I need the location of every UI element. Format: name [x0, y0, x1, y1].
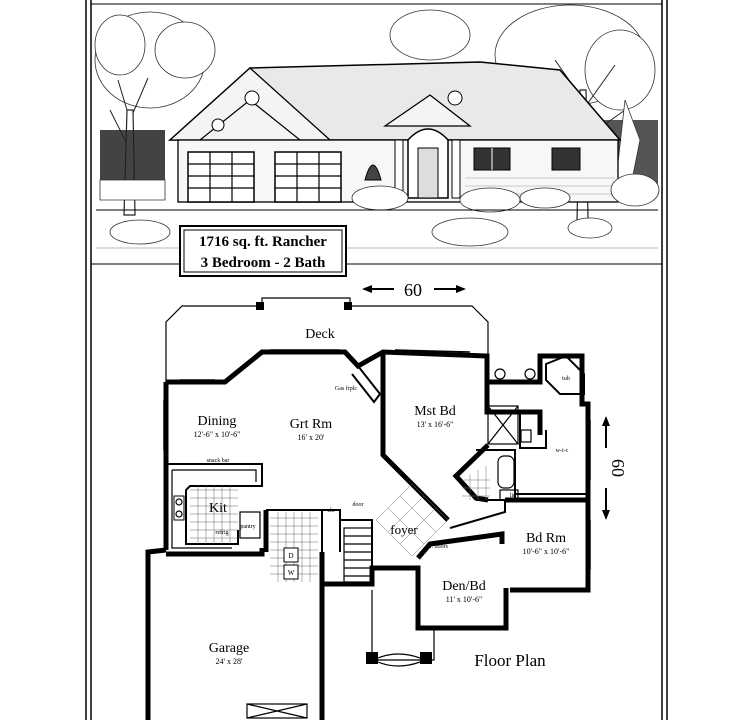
label-snack-bar: snack bar	[207, 458, 230, 464]
label-pantry: pantry	[240, 524, 255, 530]
label-closet: clo	[327, 508, 334, 514]
room-den-size: 11' x 10'-6"	[446, 595, 483, 604]
floor-plan-label: Floor Plan	[474, 651, 546, 670]
label-french-doors: fr. doors	[428, 543, 449, 550]
window-marks	[163, 349, 591, 570]
depth-dimension-label: 60	[608, 459, 628, 477]
stairs	[343, 527, 373, 583]
shrubs	[109, 173, 660, 247]
title-box: 1716 sq. ft. Rancher 3 Bedroom - 2 Bath	[179, 225, 347, 277]
label-linen: lin	[510, 493, 516, 499]
house-elevation-illustration	[94, 4, 660, 249]
annotation-labels: Gas frplc snack bar pantry refrig clo do…	[207, 376, 570, 577]
bath-tile	[462, 466, 490, 500]
title-line-2: 3 Bedroom - 2 Bath	[201, 255, 326, 271]
label-gas-fireplace: Gas frplc	[335, 385, 357, 392]
garage-door-left	[187, 151, 255, 203]
label-refrig: refrig	[215, 529, 228, 536]
room-bedroom-name: Bd Rm	[526, 531, 566, 546]
tree-left	[94, 11, 216, 216]
title-line-1: 1716 sq. ft. Rancher	[199, 234, 327, 250]
room-den-name: Den/Bd	[442, 579, 486, 594]
room-dining-name: Dining	[198, 414, 237, 429]
room-bedroom-size: 10'-6" x 10'-6"	[523, 547, 570, 556]
label-door: door	[353, 502, 364, 508]
room-deck-name: Deck	[305, 327, 335, 342]
room-great-room-name: Grt Rm	[290, 417, 333, 432]
front-porch	[366, 590, 435, 667]
foyer-tile	[375, 483, 449, 557]
label-tub: tub	[562, 376, 570, 382]
room-foyer-name: foyer	[390, 522, 418, 537]
depth-dimension: 60	[602, 416, 628, 520]
garage-door-right	[274, 151, 342, 203]
room-labels: Deck Dining 12'-6" x 10'-6" Grt Rm 16' x…	[194, 327, 570, 666]
room-dining-size: 12'-6" x 10'-6"	[194, 430, 241, 439]
window	[551, 147, 581, 171]
floor-plan	[145, 297, 591, 720]
room-great-room-size: 16' x 20'	[298, 433, 325, 442]
room-garage-name: Garage	[209, 641, 249, 656]
label-washer: W	[288, 569, 295, 577]
house-roof	[168, 61, 622, 141]
room-garage-size: 24' x 28'	[216, 657, 243, 666]
room-master-bed-name: Mst Bd	[414, 404, 456, 419]
deck-outline	[165, 297, 489, 382]
width-dimension: 60	[362, 280, 466, 300]
label-walk-in-closet: w-i-c	[556, 448, 569, 454]
room-master-bed-size: 13' x 16'-6"	[417, 420, 454, 429]
label-dryer: D	[288, 552, 293, 560]
room-kitchen-name: Kit	[209, 501, 227, 516]
width-dimension-label: 60	[404, 280, 422, 300]
